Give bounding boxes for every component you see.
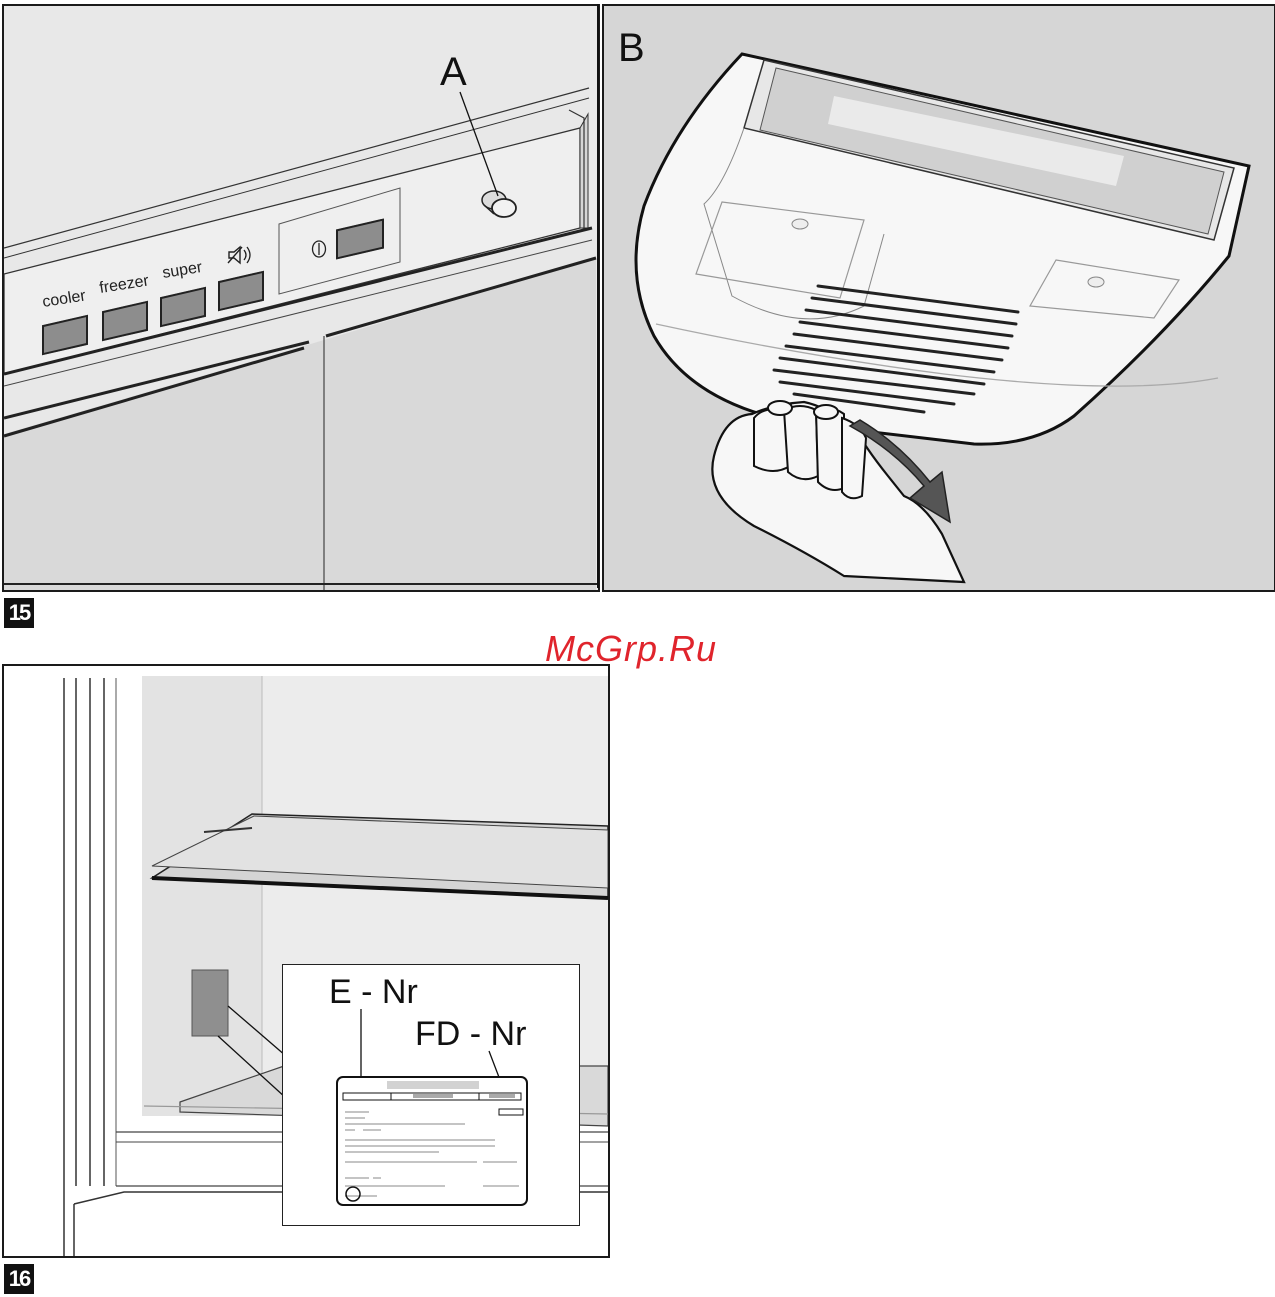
panel-a-control-panel: cooler freezer super A: [2, 4, 600, 592]
power-icon: [310, 238, 328, 260]
label-b: B: [618, 26, 645, 71]
rating-plate-zoom: E - Nr FD - Nr: [282, 964, 580, 1226]
panel-divider: [597, 4, 599, 588]
label-a-leader: [454, 90, 504, 200]
control-panel-drawing: [4, 6, 598, 590]
speaker-mute-icon: [226, 244, 256, 266]
label-a: A: [440, 50, 467, 95]
figure-number-16: 16: [4, 1264, 34, 1294]
panel-rating-plate: E - Nr FD - Nr: [2, 664, 610, 1258]
panel-b-light-cover: B: [602, 4, 1275, 592]
label-e-nr: E - Nr: [329, 973, 418, 1012]
rating-plate-detail: [283, 965, 579, 1225]
label-fd-nr: FD - Nr: [415, 1015, 526, 1054]
light-cover-drawing: [604, 6, 1274, 590]
figure-number-15: 15: [4, 598, 34, 628]
